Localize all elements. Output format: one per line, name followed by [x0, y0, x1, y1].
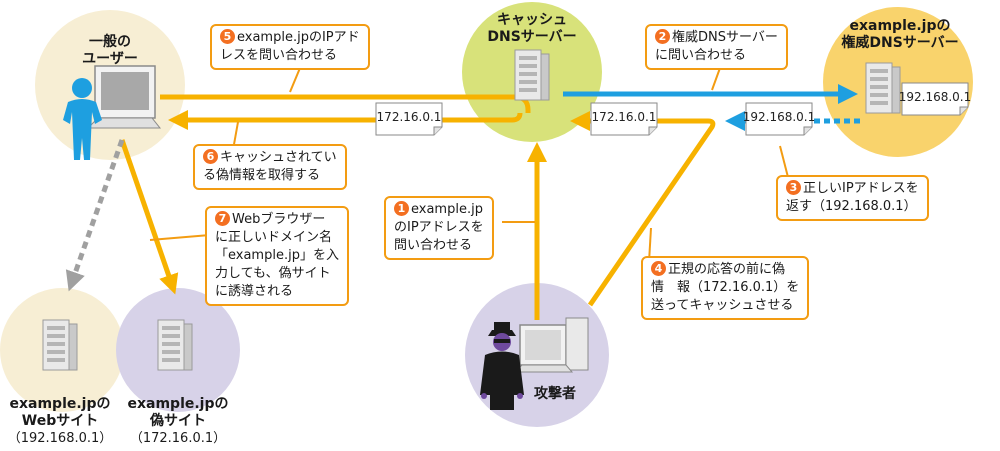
- auth-dns-server-icon: [865, 62, 901, 114]
- step-4-badge: 4: [651, 261, 666, 276]
- step-5-badge: 5: [220, 29, 235, 44]
- cache-dns-server-icon: [514, 49, 550, 101]
- step-7-line5: に誘導される: [215, 284, 294, 299]
- step-7-badge: 7: [215, 211, 230, 226]
- user-label-line1: 一般の: [89, 34, 131, 50]
- attacker-computer-icon: [513, 317, 589, 373]
- web-site-server-icon: [42, 319, 78, 371]
- step-3-line2: 返す（192.168.0.1）: [786, 199, 917, 214]
- step-7-line2: に正しいドメイン名: [215, 230, 333, 245]
- user-person-icon: [63, 78, 102, 160]
- fake-site-label: example.jpの 偽サイト （172.16.0.1）: [120, 396, 236, 447]
- step-2-badge: 2: [655, 29, 670, 44]
- step-2-line1: 権威DNSサーバー: [672, 30, 778, 45]
- attacker-label: 攻撃者: [534, 386, 576, 402]
- auth-reply-text: 192.168.0.1: [742, 110, 816, 124]
- step-5-line1: example.jpのIPアド: [237, 30, 360, 45]
- user-label: 一般の ユーザー: [75, 34, 145, 68]
- step-4-line1: 正規の応答の前に偽: [668, 262, 786, 277]
- step-7-line4: 力しても、偽サイト: [215, 266, 331, 281]
- step-6-line1: キャッシュされてい: [220, 150, 337, 165]
- step-6-badge: 6: [203, 149, 218, 164]
- fake-site-server-icon: [157, 319, 193, 371]
- user-computer-icon: [86, 65, 162, 129]
- cache-dns-label-line2: DNSサーバー: [487, 29, 577, 45]
- auth-record-text: 192.168.0.1: [898, 90, 972, 104]
- redirect-to-fake-arrow: [119, 139, 179, 295]
- user-label-line2: ユーザー: [82, 51, 138, 67]
- fake-site-label-line2: 偽サイト: [150, 413, 206, 429]
- fake-record-left-text: 172.16.0.1: [376, 110, 442, 124]
- fake-site-label-line3: （172.16.0.1）: [129, 431, 227, 446]
- fake-record-right-text: 172.16.0.1: [591, 110, 657, 124]
- attacker-person-icon: [480, 322, 524, 410]
- web-site-label-line1: example.jpの: [9, 396, 111, 412]
- web-site-label-line3: （192.168.0.1）: [7, 431, 113, 446]
- reply-cache-to-user-arrow: [168, 110, 523, 130]
- step-1-line2: のIPアドレスを: [394, 220, 484, 235]
- auth-dns-label-line2: 権威DNSサーバー: [841, 35, 959, 51]
- cache-dns-label-line1: キャッシュ: [497, 12, 567, 28]
- cache-dns-label: キャッシュ DNSサーバー: [480, 12, 584, 46]
- step-2-line2: に問い合わせる: [655, 48, 747, 63]
- fake-site-label-line1: example.jpの: [127, 396, 229, 412]
- auth-dns-label: example.jpの 権威DNSサーバー: [830, 18, 970, 52]
- step-5-line2: レスを問い合わせる: [220, 48, 338, 63]
- step-1-line3: 問い合わせる: [394, 238, 473, 253]
- intended-web-site-dashed-arrow: [65, 139, 125, 292]
- step-3-line1: 正しいIPアドレスを: [803, 181, 919, 196]
- web-site-label: example.jpの Webサイト （192.168.0.1）: [2, 396, 118, 447]
- auth-dns-label-line1: example.jpの: [849, 18, 951, 34]
- step-6-line2: る偽情報を取得する: [203, 168, 321, 183]
- step-4-line2: 情 報（172.16.0.1）を: [651, 280, 800, 295]
- step-4-line3: 送ってキャッシュさせる: [651, 298, 794, 313]
- step-7-line1: Webブラウザー: [232, 212, 326, 227]
- step-1-line1: example.jp: [411, 202, 483, 217]
- web-site-label-line2: Webサイト: [21, 413, 99, 429]
- spoofed-response-arrow: [570, 111, 716, 307]
- step-3-badge: 3: [786, 180, 801, 195]
- step-1-badge: 1: [394, 201, 409, 216]
- step-7-line3: 「example.jp」を入: [215, 248, 339, 263]
